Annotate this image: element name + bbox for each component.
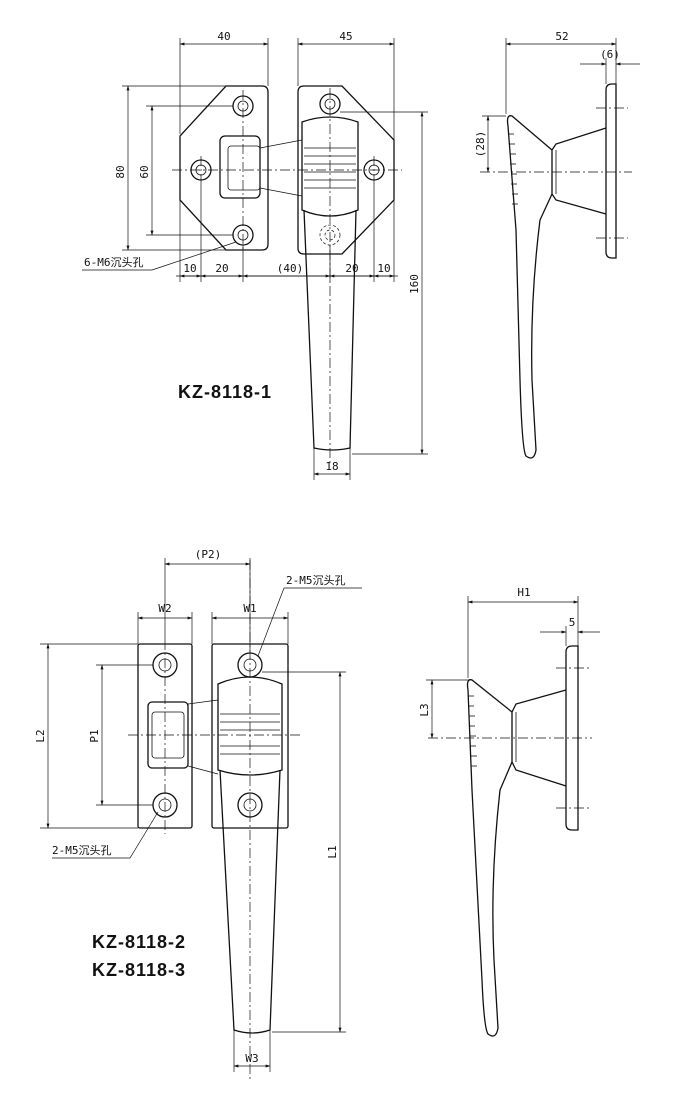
center-lines (172, 88, 402, 465)
dim-60-label: 60 (138, 165, 151, 178)
hole-note-top-leader (257, 587, 362, 657)
model-label-3: KZ-8118-3 (92, 960, 186, 980)
dim-10-right-label: 10 (377, 262, 390, 275)
dim-p2-label: (P2) (195, 548, 222, 561)
dim-160-label: 160 (408, 274, 421, 294)
dim-40-paren-label: (40) (277, 262, 304, 275)
handle-grip-2 (217, 676, 283, 776)
dim-52-label: 52 (555, 30, 568, 43)
dim-w2-label: W2 (158, 602, 171, 615)
left-dimensions (122, 85, 233, 251)
hole-note-leader (82, 241, 237, 271)
dim-20-left-label: 20 (215, 262, 228, 275)
model-label-2: KZ-8118-2 (92, 932, 186, 952)
hole-note-top-label: 2-M5沉头孔 (286, 574, 346, 587)
dim-20-right-label: 20 (345, 262, 358, 275)
dim-10-left-label: 10 (183, 262, 196, 275)
side-hub (551, 127, 607, 215)
bottom-front-view: (P2) W2 W1 2-M5沉头孔 L2 P1 2-M5沉头孔 L1 (34, 548, 362, 1080)
dim-w1-label: W1 (243, 602, 256, 615)
dim-5-label: 5 (569, 616, 576, 629)
center-lines-2 (128, 560, 300, 1080)
side-center-lines-2 (428, 667, 592, 809)
model-label-1: KZ-8118-1 (178, 382, 272, 402)
latch-tongue-2 (187, 699, 219, 775)
dim-40-label: 40 (217, 30, 230, 43)
side-hub-2 (511, 689, 567, 787)
dim-45-label: 45 (339, 30, 352, 43)
left-base-plate (179, 85, 269, 251)
handle-grip (301, 116, 359, 217)
dim-l3-label: L3 (418, 703, 431, 716)
top-side-view: 52 (6) (28) (474, 30, 640, 459)
hole-note-bottom-leader (52, 811, 159, 859)
hole-note-label: 6-M6沉头孔 (84, 256, 144, 269)
side-lever (506, 115, 553, 459)
bottom-row-dimensions (176, 184, 398, 282)
dim-28-label: (28) (474, 131, 487, 158)
keeper-inner (227, 145, 261, 191)
latch-tongue (259, 139, 303, 197)
side-mount-plate-2 (565, 645, 579, 831)
side-lever-2 (466, 679, 513, 1037)
top-dimensions (179, 38, 395, 140)
dim-w3-label: W3 (245, 1052, 258, 1065)
bottom-side-view: H1 5 L3 (418, 586, 600, 1037)
keeper-outer (219, 135, 261, 199)
right-base-plate (297, 85, 395, 255)
side-serrations-2 (468, 695, 477, 767)
dim-l2-label: L2 (34, 729, 47, 742)
dim-l1-label: L1 (326, 845, 339, 858)
hole-note-bottom-label: 2-M5沉头孔 (52, 844, 112, 857)
dim-80-label: 80 (114, 165, 127, 178)
side-mount-plate (605, 83, 617, 259)
right-dimension-160 (340, 111, 428, 455)
dim-6-label: (6) (600, 48, 620, 61)
side-center-lines (480, 107, 632, 239)
bottom-dimension-18 (313, 448, 351, 480)
dim-p1-label: P1 (88, 729, 101, 742)
top-front-view: 40 45 80 60 10 20 (82, 30, 428, 480)
side-serrations (508, 133, 518, 205)
dim-18-label: 18 (325, 460, 338, 473)
dim-h1-label: H1 (517, 586, 530, 599)
